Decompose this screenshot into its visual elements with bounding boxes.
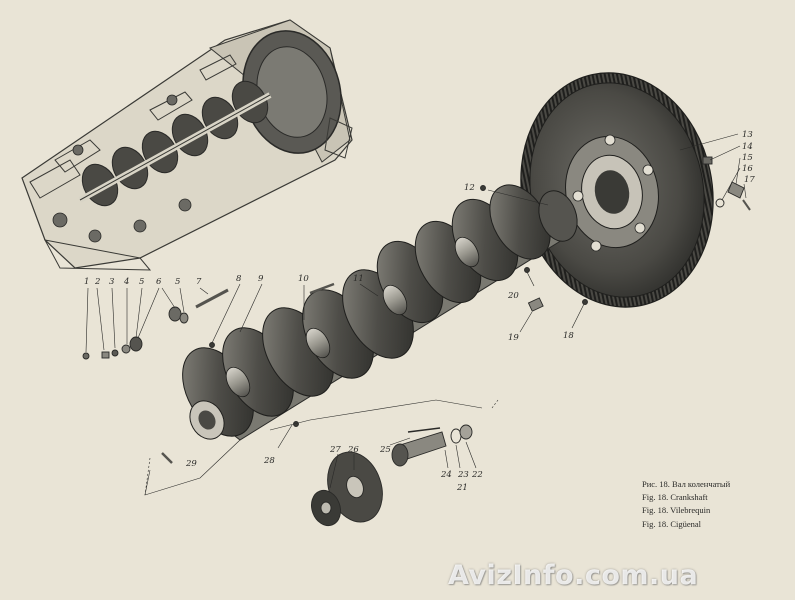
flywheel-illustration [520,72,714,308]
crankshaft-illustration [182,184,578,441]
label-part-6: 6 [156,277,162,287]
label-part-3: 3 [109,277,114,287]
label-part-25: 25 [379,445,391,455]
small-parts-illustration [82,156,751,527]
label-part-7: 7 [196,277,202,287]
engine-block-illustration [21,19,353,271]
site-watermark: AvizInfo.com.ua [448,560,699,591]
label-part-11: 11 [353,274,364,284]
label-part-21: 21 [456,483,468,493]
caption-russian: Рис. 18. Вал коленчатый [642,479,731,489]
caption-english: Fig. 18. Crankshaft [642,492,708,503]
label-part-2: 2 [94,277,100,287]
label-part-12: 12 [464,183,475,193]
figure-caption-block: Рис. 18. Вал коленчатый Fig. 18. Cranksh… [642,478,730,531]
label-part-29: 29 [185,459,197,469]
part-number-labels: 1 2 3 4 5 6 5 7 8 9 10 11 12 13 14 15 16… [84,130,755,493]
label-part-5b: 5 [175,277,180,287]
label-part-9: 9 [258,274,264,284]
label-part-10: 10 [298,274,309,284]
label-part-15: 15 [742,153,753,163]
label-part-13: 13 [742,130,753,140]
label-part-1: 1 [84,277,89,287]
label-part-23: 23 [457,470,469,480]
label-part-27: 27 [329,445,341,455]
label-part-17: 17 [744,175,755,185]
caption-spanish: Fig. 18. Cigüenal [642,518,702,529]
label-part-16: 16 [742,164,753,174]
leader-lines [85,133,747,496]
label-part-28: 28 [263,456,275,466]
label-part-19: 19 [508,333,519,343]
label-part-8: 8 [236,274,242,284]
label-part-4: 4 [123,277,129,287]
label-part-5: 5 [139,277,144,287]
label-part-14: 14 [742,142,753,152]
label-part-20: 20 [507,291,519,301]
caption-french: Fig. 18. Vilebrequin [642,505,711,516]
label-part-22: 22 [471,470,483,480]
label-part-18: 18 [563,331,574,341]
label-part-24: 24 [440,470,452,480]
label-part-26: 26 [347,445,359,455]
